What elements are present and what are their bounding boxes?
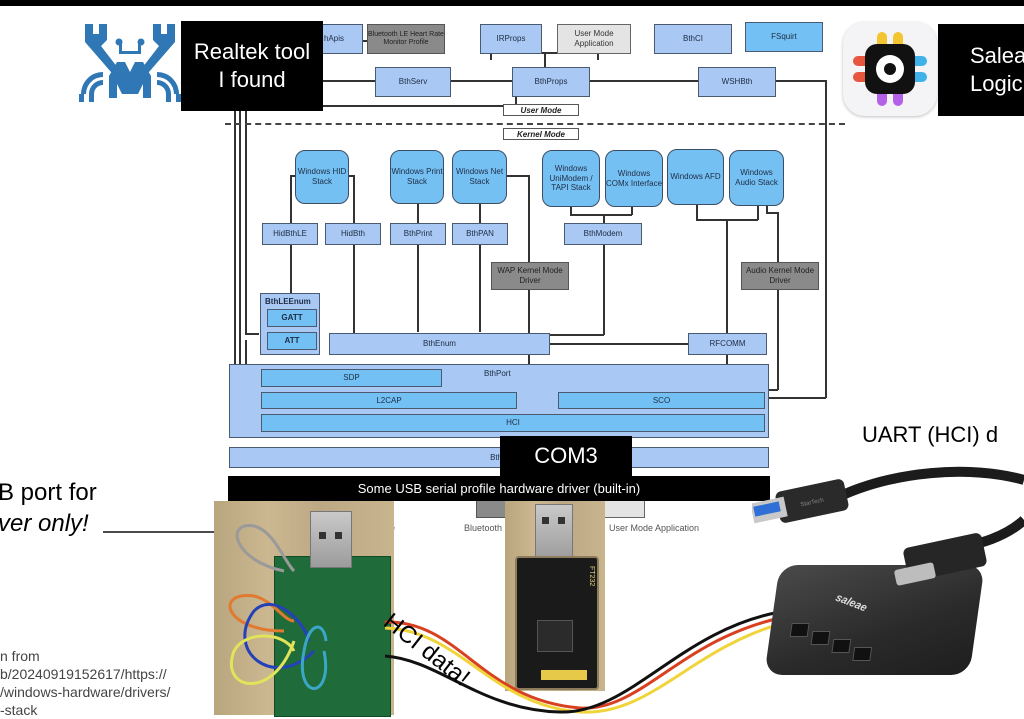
realtek-logo [75, 20, 185, 105]
jumper-wires [228, 524, 328, 690]
ftdi-chip-label: FT232 [588, 566, 595, 587]
usb-port-note-line1: B port for [0, 479, 97, 506]
driver-hidbth: HidBth [325, 223, 381, 245]
box-sdp: SDP [261, 369, 442, 387]
hci-data-wires [384, 610, 781, 714]
label-bluetooth-profile: Bluetooth Pro [464, 523, 519, 533]
box-irprops: IRProps [480, 24, 542, 54]
cable-brand: StarTech [800, 498, 824, 509]
stack-windows-afd: Windows AFD [667, 149, 724, 205]
ftdi-chip [537, 620, 573, 652]
bthport-label: BthPort [484, 369, 511, 378]
label-user-mode-application: User Mode Application [609, 523, 700, 533]
realtek-board-photo [214, 501, 394, 717]
box-hci: HCI [261, 414, 765, 432]
label-user-mode: User Mode [503, 104, 579, 116]
box-gatt: GATT [267, 309, 317, 327]
box-bthci: BthCI [654, 24, 732, 54]
box-rfcomm: RFCOMM [688, 333, 767, 355]
saleae-device-brand: saleae [833, 591, 870, 615]
box-bthprops: BthProps [512, 67, 590, 97]
driver-hidbthle: HidBthLE [262, 223, 318, 245]
driver-bthprint: BthPrint [390, 223, 446, 245]
driver-bthmodem: BthModem [564, 223, 642, 245]
saleae-logic-device: saleae [764, 565, 985, 675]
source-credit: n from b/20240919152617/https:// /window… [0, 648, 171, 718]
stack-windows-comx: Windows COMx Interface [605, 150, 663, 207]
box-user-mode-application: User Mode Application [557, 24, 631, 54]
box-wshbth: WSHBth [698, 67, 776, 97]
ftdi-board: FT232 [515, 556, 599, 690]
box-bthserv: BthServ [375, 67, 451, 97]
stack-windows-unimodem: Windows UniModem / TAPI Stack [542, 150, 600, 207]
stack-windows-hid: Windows HID Stack [295, 150, 349, 204]
realtek-pcb [274, 556, 391, 717]
realtek-crab-icon [79, 24, 181, 102]
uart-hci-label: UART (HCI) d [862, 422, 999, 447]
ftdi-usb-plug [535, 504, 573, 561]
label-kernel-mode: Kernel Mode [503, 128, 579, 140]
box-heart-rate-profile: Bluetooth LE Heart Rate Monitor Profile [367, 24, 445, 54]
saleae-logic-label: Salea Logic [938, 24, 1024, 116]
box-bthenum: BthEnum [329, 333, 550, 355]
realtek-tool-label: Realtek tool I found [181, 21, 323, 111]
driver-bthpan: BthPAN [452, 223, 508, 245]
slide-top-border [0, 0, 1024, 6]
com-port-label: COM3 [500, 436, 632, 476]
realtek-usb-plug [310, 511, 352, 568]
ftdi-adapter-photo: FT232 [505, 501, 605, 691]
usb-port-note-line2: ver only! [0, 510, 89, 537]
box-att: ATT [267, 332, 317, 350]
box-fsquirt: FSquirt [745, 22, 823, 52]
usb-serial-driver-label: Some USB serial profile hardware driver … [228, 476, 770, 501]
stack-windows-audio: Windows Audio Stack [729, 150, 784, 206]
stack-windows-net: Windows Net Stack [452, 150, 507, 204]
box-l2cap: L2CAP [261, 392, 517, 409]
box-sco: SCO [558, 392, 765, 409]
stack-windows-print: Windows Print Stack [390, 150, 444, 204]
user-kernel-divider [225, 123, 845, 125]
driver-audio-kernel: Audio Kernel Mode Driver [741, 262, 819, 290]
saleae-chip-icon [853, 32, 927, 106]
box-bthusb: BthU [229, 447, 769, 468]
driver-wap-kernel: WAP Kernel Mode Driver [491, 262, 569, 290]
saleae-logic-app-icon [843, 22, 937, 116]
